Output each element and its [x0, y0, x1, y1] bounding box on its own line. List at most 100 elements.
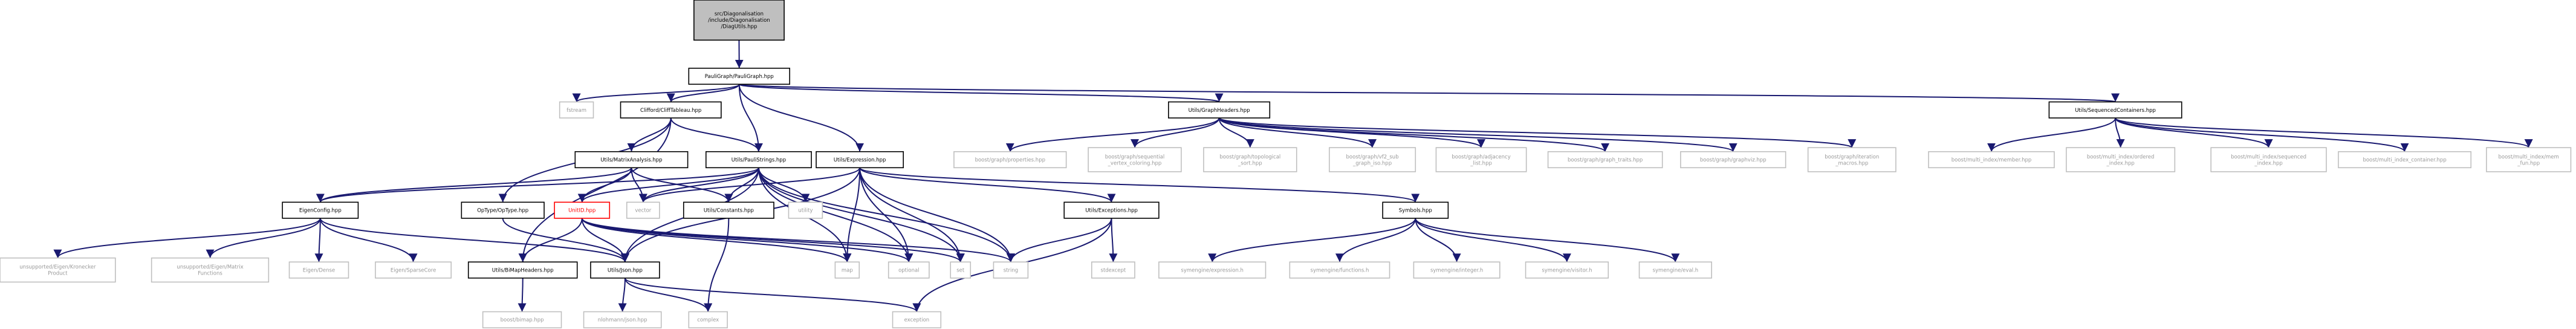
- node-label-line: PauliGraph/PauliGraph.hpp: [705, 74, 774, 80]
- node-optional[interactable]: optional: [887, 261, 930, 279]
- node-box: [1091, 261, 1135, 279]
- node-se-eval[interactable]: symengine/eval.h: [1638, 261, 1712, 279]
- node-label-line: EigenConfig.hpp: [299, 208, 342, 214]
- node-box: [1413, 261, 1501, 279]
- node-sequencedcontainers[interactable]: Utils/SequencedContainers.hpp: [2048, 101, 2182, 119]
- node-eigendense[interactable]: Eigen/Dense: [288, 261, 349, 279]
- node-cliffordtableau[interactable]: Clifford/CliffTableau.hpp: [620, 101, 722, 119]
- node-bgl-graphviz[interactable]: boost/graph/graphviz.hpp: [1680, 151, 1786, 169]
- edge-paulistrings-to-unitid: [577, 167, 759, 203]
- node-box: [688, 67, 791, 85]
- node-label-line: boost/multi_index/member.hpp: [1951, 157, 2032, 163]
- node-box: [2338, 151, 2472, 169]
- node-eigensparse[interactable]: Eigen/SparseCore: [375, 261, 452, 279]
- node-bgl-iter[interactable]: boost/graph/iteration_macros.hpp: [1807, 147, 1896, 172]
- edge-unitid-to-bimapheaders: [518, 218, 583, 262]
- node-label-line: boost/multi_index/ordered: [2087, 154, 2155, 160]
- node-se-integer[interactable]: symengine/integer.h: [1413, 261, 1501, 279]
- edge-expression-to-exceptions: [859, 167, 1116, 203]
- node-exception[interactable]: exception: [892, 311, 942, 328]
- node-box: [559, 101, 594, 119]
- edge-cliffordtableau-to-paulistrings: [670, 117, 763, 152]
- node-se-expression[interactable]: symengine/expression.h: [1158, 261, 1267, 279]
- node-label-line: UnitID.hpp: [568, 208, 595, 214]
- node-box: [467, 261, 578, 279]
- node-bimapheaders[interactable]: Utils/BiMapHeaders.hpp: [467, 261, 578, 279]
- node-mi-memfun[interactable]: boost/multi_index/mem_fun.hpp: [2486, 147, 2572, 172]
- edge-pauligraph-to-cliffordtableau: [666, 83, 740, 103]
- node-expression[interactable]: Utils/Expression.hpp: [816, 151, 904, 169]
- node-label-line: boost/graph/topological: [1219, 154, 1280, 160]
- node-label-line: Symbols.hpp: [1399, 208, 1432, 214]
- node-box: [375, 261, 452, 279]
- node-set[interactable]: set: [950, 261, 972, 279]
- node-boostbimap[interactable]: boost/bimap.hpp: [482, 311, 562, 328]
- node-label-line: boost/graph/vf2_sub: [1346, 154, 1399, 160]
- node-root[interactable]: src/Diagonalisation/include/Diagonalisat…: [693, 0, 785, 41]
- node-label-line: /include/Diagonalisation: [708, 18, 770, 24]
- node-map[interactable]: map: [834, 261, 860, 279]
- node-box: [282, 201, 359, 219]
- node-label-line: Utils/BiMapHeaders.hpp: [492, 267, 554, 273]
- edge-pauligraph-to-expression: [738, 84, 865, 152]
- node-unitid[interactable]: UnitID.hpp: [554, 201, 611, 219]
- node-box: [2486, 147, 2572, 172]
- node-constants[interactable]: Utils/Constants.hpp: [683, 201, 774, 219]
- edge-sequencedcontainers-to-mi_sequenced: [2115, 117, 2273, 148]
- node-se-visitor[interactable]: symengine/visitor.h: [1525, 261, 1609, 279]
- node-exceptions[interactable]: Utils/Exceptions.hpp: [1063, 201, 1160, 219]
- node-mi-member[interactable]: boost/multi_index/member.hpp: [1928, 151, 2055, 169]
- edge-graphheaders-to-bgl_traits: [1218, 117, 1609, 152]
- node-box: [816, 151, 904, 169]
- node-vector[interactable]: vector: [626, 201, 660, 219]
- node-symbols[interactable]: Symbols.hpp: [1382, 201, 1449, 219]
- node-box: [993, 261, 1029, 279]
- node-paulistrings[interactable]: Utils/PauliStrings.hpp: [705, 151, 812, 169]
- node-bgl-traits[interactable]: boost/graph/graph_traits.hpp: [1547, 151, 1663, 169]
- node-label-line: Product: [48, 271, 68, 277]
- node-box: [2048, 101, 2182, 119]
- node-mi-sequenced[interactable]: boost/multi_index/sequenced_index.hpp: [2210, 147, 2327, 172]
- node-nlohmann[interactable]: nlohmann/json.hpp: [583, 311, 662, 328]
- node-label-line: /DiagUtils.hpp: [721, 24, 757, 30]
- node-graphheaders[interactable]: Utils/GraphHeaders.hpp: [1168, 101, 1271, 119]
- edge-graphheaders-to-bgl_vf2: [1218, 117, 1377, 148]
- node-label-line: _index.hpp: [2254, 160, 2282, 166]
- edge-eigenconfig-to-matrixfunctions: [206, 218, 321, 258]
- node-label-line: _graph_iso.hpp: [1352, 160, 1392, 166]
- node-utility[interactable]: utility: [788, 201, 823, 219]
- node-bgl-seqvc[interactable]: boost/graph/sequential_vertex_coloring.h…: [1088, 147, 1182, 172]
- node-label-line: _vertex_coloring.hpp: [1108, 160, 1162, 166]
- node-box: [574, 151, 689, 169]
- node-label-line: Clifford/CliffTableau.hpp: [640, 108, 701, 114]
- node-mi-ordered[interactable]: boost/multi_index/ordered_index.hpp: [2066, 147, 2176, 172]
- node-box: [1168, 101, 1271, 119]
- node-fstream[interactable]: fstream: [559, 101, 594, 119]
- node-label-line: symengine/eval.h: [1653, 267, 1699, 273]
- node-pauligraph[interactable]: PauliGraph/PauliGraph.hpp: [688, 67, 791, 85]
- node-json[interactable]: Utils/Json.hpp: [590, 261, 660, 279]
- node-complex[interactable]: complex: [688, 311, 728, 328]
- node-bgl-vf2[interactable]: boost/graph/vf2_sub_graph_iso.hpp: [1329, 147, 1416, 172]
- edge-json-to-complex: [624, 278, 713, 312]
- edge-expression-to-map: [843, 168, 861, 262]
- node-stdexcept[interactable]: stdexcept: [1091, 261, 1135, 279]
- node-bgl-topo[interactable]: boost/graph/topological_sort.hpp: [1203, 147, 1297, 172]
- node-bgl-adj[interactable]: boost/graph/adjacency_list.hpp: [1435, 147, 1527, 172]
- node-label-line: Utils/SequencedContainers.hpp: [2075, 108, 2156, 114]
- node-optype[interactable]: OpType/OpType.hpp: [461, 201, 545, 219]
- node-eigenconfig[interactable]: EigenConfig.hpp: [282, 201, 359, 219]
- edge-sequencedcontainers-to-mi_memfun: [2115, 117, 2533, 149]
- node-matrixanalysis[interactable]: Utils/MatrixAnalysis.hpp: [574, 151, 689, 169]
- node-mi-container[interactable]: boost/multi_index_container.hpp: [2338, 151, 2472, 169]
- edge-pauligraph-to-sequencedcontainers: [738, 83, 2118, 103]
- edge-expression-to-string: [859, 168, 1015, 262]
- node-bgl-properties[interactable]: boost/graph/properties.hpp: [953, 151, 1067, 169]
- node-box: [834, 261, 860, 279]
- node-string[interactable]: string: [993, 261, 1029, 279]
- node-box: [1435, 147, 1527, 172]
- node-se-functions[interactable]: symengine/functions.h: [1289, 261, 1390, 279]
